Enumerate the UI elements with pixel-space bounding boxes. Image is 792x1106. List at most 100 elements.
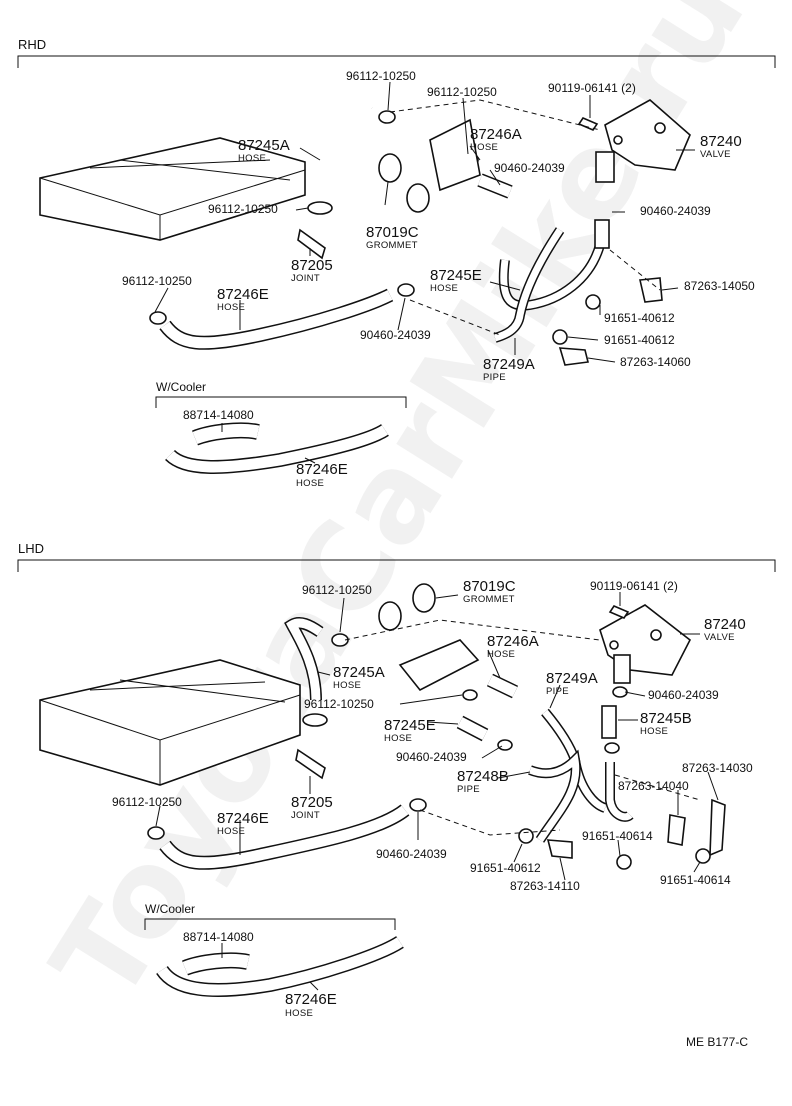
- lhd-clamp-icon-1: [331, 633, 349, 647]
- lhd-cooler-part1: 88714-14080: [183, 930, 254, 944]
- lhd-label-bracket1: 87263-14030: [682, 761, 753, 775]
- lhd-label-valve: 87240: [704, 616, 746, 633]
- lhd-label-clamp-top: 96112-10250: [302, 583, 372, 597]
- rhd-label-hose-246e-sub: HOSE: [217, 302, 245, 313]
- lhd-valve-icon: [599, 604, 692, 684]
- rhd-bolt-b-icon-1: [585, 294, 601, 310]
- rhd-cooler-hose-num: 87246E: [296, 461, 348, 478]
- rhd-label-clip2: 90460-24039: [640, 204, 711, 218]
- rhd-label-hose-e: 87245E: [430, 267, 482, 284]
- lhd-bolt-icon: [608, 605, 630, 619]
- rhd-clamp-icon-1: [378, 110, 396, 124]
- lhd-clamp-icon-3: [147, 826, 165, 840]
- rhd-label-valve-sub: VALVE: [700, 149, 731, 160]
- rhd-label-grommet-sub: GROMMET: [366, 240, 418, 251]
- rhd-bracket-line: [17, 55, 776, 68]
- rhd-label-clip1: 90460-24039: [494, 161, 565, 175]
- rhd-label-joint-sub: JOINT: [291, 273, 320, 284]
- lhd-label-hose-b: 87245B: [640, 710, 692, 727]
- rhd-label-pipe-sub: PIPE: [483, 372, 506, 383]
- lhd-heater-core: [39, 659, 301, 786]
- lhd-label-hose-a-sub: HOSE: [333, 680, 361, 691]
- lhd-cooler-hose-num: 87246E: [285, 991, 337, 1008]
- lhd-clip-icon-3: [604, 742, 620, 754]
- rhd-bracket-icon-1: [639, 277, 663, 303]
- lhd-clip-icon: [409, 798, 427, 812]
- rhd-bolt-b-icon-2: [552, 329, 568, 345]
- rhd-label-hose-a: 87245A: [238, 137, 290, 154]
- lhd-label-clamp-mid: 96112-10250: [304, 697, 374, 711]
- rhd-mount-plate: [429, 118, 481, 192]
- lhd-label-hose-e-sub: HOSE: [384, 733, 412, 744]
- lhd-bracket-icon-3: [546, 839, 573, 859]
- lhd-label-hose-246e: 87246E: [217, 810, 269, 827]
- lhd-cooler-hose-sub: HOSE: [285, 1008, 313, 1019]
- lhd-label-pipe-b: 87248B: [457, 768, 509, 785]
- lhd-label-joint: 87205: [291, 794, 333, 811]
- rhd-label-clamp-top1: 96112-10250: [346, 69, 416, 83]
- lhd-cooler-title: W/Cooler: [145, 902, 195, 916]
- lhd-label-hose-246a: 87246A: [487, 633, 539, 650]
- rhd-label-hose-a-sub: HOSE: [238, 153, 266, 164]
- rhd-label-hose-246e: 87246E: [217, 286, 269, 303]
- lhd-label-pipe-a: 87249A: [546, 670, 598, 687]
- lhd-label-bolt4: 91651-40614: [660, 873, 731, 887]
- lhd-grommet-icon-2: [412, 583, 436, 613]
- rhd-valve-icon: [595, 99, 691, 183]
- lhd-label-bolt2: 91651-40614: [582, 829, 653, 843]
- lhd-grommet-icon-1: [378, 601, 402, 631]
- lhd-clamp-icon-4: [462, 689, 478, 701]
- lhd-clamp-icon-2: [302, 713, 328, 727]
- lhd-bracket-line: [17, 559, 776, 572]
- rhd-clip-icon: [397, 283, 415, 297]
- lhd-label-joint-sub: JOINT: [291, 810, 320, 821]
- lhd-label-grommet-sub: GROMMET: [463, 594, 515, 605]
- lhd-label-hose-246a-sub: HOSE: [487, 649, 515, 660]
- lhd-label-clip1: 90460-24039: [648, 688, 719, 702]
- lhd-label-clip3: 90460-24039: [376, 847, 447, 861]
- rhd-cooler-hose-sub: HOSE: [296, 478, 324, 489]
- rhd-label-valve: 87240: [700, 133, 742, 150]
- lhd-label-bracket3: 87263-14110: [510, 879, 580, 893]
- lhd-label-hose-b-sub: HOSE: [640, 726, 668, 737]
- rhd-cooler-title: W/Cooler: [156, 380, 206, 394]
- rhd-label-bracket1: 87263-14050: [684, 279, 755, 293]
- rhd-label-clip3: 90460-24039: [360, 328, 431, 342]
- rhd-heater-core: [39, 137, 306, 241]
- lhd-hose-87245b: [601, 705, 617, 739]
- rhd-cooler-group: W/Cooler 88714-14080 87246E HOSE: [155, 380, 407, 489]
- lhd-cooler-group: W/Cooler 88714-14080 87246E HOSE: [144, 902, 404, 1019]
- lhd-title: LHD: [18, 541, 44, 556]
- rhd-bolt-icon: [577, 117, 599, 131]
- rhd-title: RHD: [18, 37, 46, 52]
- rhd-label-hose-246a-sub: HOSE: [470, 142, 498, 153]
- lhd-label-hose-e: 87245E: [384, 717, 436, 734]
- rhd-joint-icon: [297, 228, 326, 260]
- rhd-label-grommet: 87019C: [366, 224, 419, 241]
- lhd-bracket-icon-2: [667, 814, 686, 846]
- lhd-bolt-b-icon-3: [695, 848, 711, 864]
- lhd-label-bolt: 90119-06141 (2): [590, 579, 678, 593]
- lhd-clip-icon-4: [612, 686, 628, 698]
- lhd-joint-icon: [295, 748, 326, 780]
- lhd-label-hose-246e-sub: HOSE: [217, 826, 245, 837]
- rhd-label-clamp-top2: 96112-10250: [427, 85, 497, 99]
- lhd-label-hose-a: 87245A: [333, 664, 385, 681]
- rhd-label-joint: 87205: [291, 257, 333, 274]
- lhd-label-grommet: 87019C: [463, 578, 516, 595]
- footer-code: ME B177-C: [686, 1035, 748, 1049]
- rhd-bracket-icon-2: [558, 347, 589, 366]
- lhd-label-clamp-left: 96112-10250: [112, 795, 182, 809]
- rhd-grommet-icon-1: [378, 153, 402, 183]
- rhd-label-bolt: 90119-06141 (2): [548, 81, 636, 95]
- rhd-label-bolt3: 91651-40612: [604, 333, 675, 347]
- lhd-mount-plate: [398, 639, 480, 692]
- lhd-bolt-b-icon-1: [518, 828, 534, 844]
- rhd-clamp-icon-2: [307, 201, 333, 215]
- lhd-bracket-icon-1: [709, 798, 726, 857]
- lhd-label-bracket2: 87263-14040: [618, 779, 689, 793]
- lhd-label-valve-sub: VALVE: [704, 632, 735, 643]
- rhd-hose-87245e: [594, 219, 610, 249]
- rhd-label-hose-246a: 87246A: [470, 126, 522, 143]
